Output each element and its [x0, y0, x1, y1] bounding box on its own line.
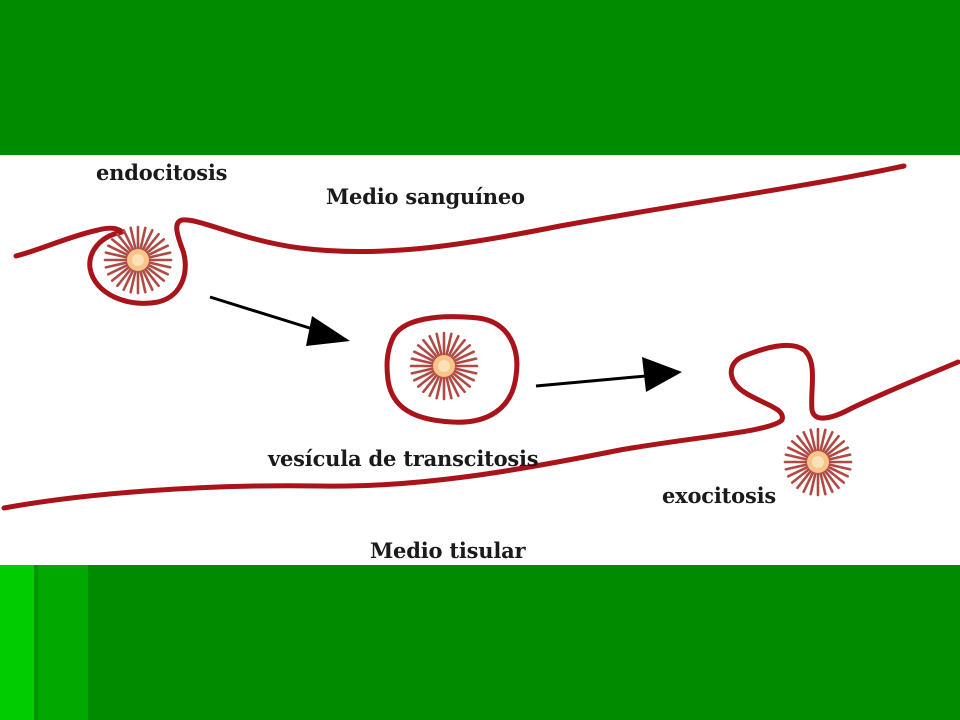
slide-top-band	[0, 0, 960, 155]
label-vesicula-transcitosis: vesícula de transcitosis	[268, 446, 539, 471]
vesicle-particle	[409, 331, 479, 401]
slide-accent-bar	[0, 565, 34, 720]
arrow-endo-to-vesicle	[209, 295, 350, 346]
endocytosed-particle	[103, 225, 173, 295]
label-endocitosis: endocitosis	[96, 160, 228, 185]
slide-accent-bar-edge	[34, 565, 38, 720]
lower-membrane	[1, 342, 960, 511]
label-medio-tisular: Medio tisular	[370, 538, 526, 563]
transcytosis-vesicle-membrane	[384, 314, 520, 425]
label-medio-sanguineo: Medio sanguíneo	[326, 184, 525, 209]
label-exocitosis: exocitosis	[662, 483, 776, 508]
slide-accent-bar-secondary	[34, 565, 88, 720]
figure-panel	[0, 155, 960, 565]
upper-membrane	[13, 163, 907, 306]
transcytosis-diagram	[1, 163, 960, 511]
arrow-vesicle-to-exo	[535, 357, 682, 392]
exocytosed-particle	[783, 427, 853, 497]
slide-bottom-band	[0, 565, 960, 720]
